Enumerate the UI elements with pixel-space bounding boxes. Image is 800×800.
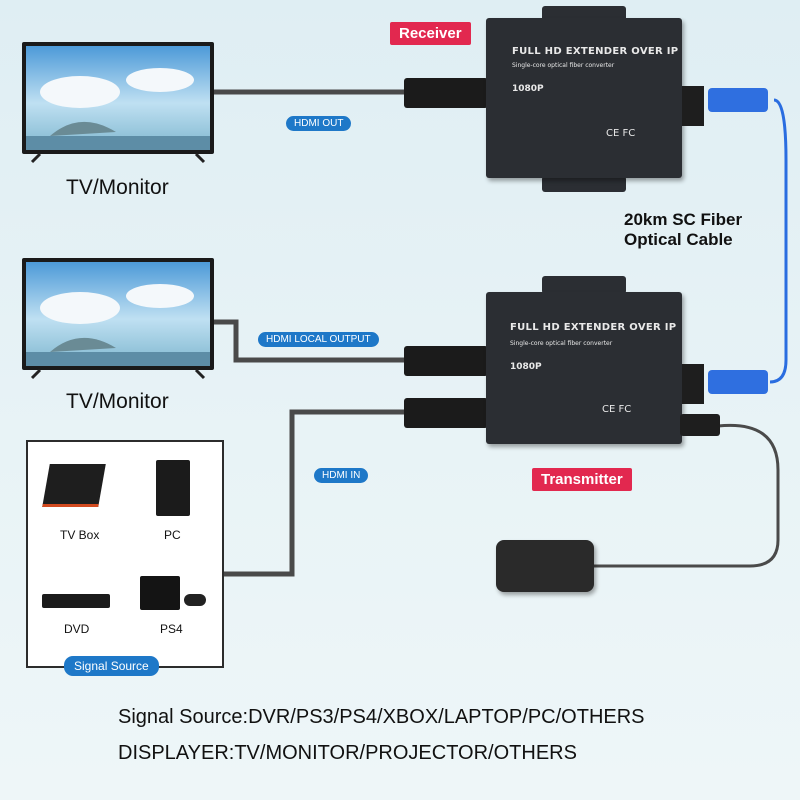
transmitter-resolution: 1080P: [510, 362, 542, 372]
power-adapter-icon: [496, 540, 594, 592]
tv-box-icon: [42, 464, 106, 507]
footer-signal-source: Signal Source:DVR/PS3/PS4/XBOX/LAPTOP/PC…: [118, 706, 645, 728]
transmitter-device: FULL HD EXTENDER OVER IP Single-core opt…: [486, 276, 704, 444]
hdmi-in-cable: [220, 409, 410, 577]
tv-icon: [22, 258, 214, 380]
receiver-tag: Receiver: [390, 22, 471, 45]
pc-tower-icon: [156, 460, 190, 516]
receiver-device: FULL HD EXTENDER OVER IP Single-core opt…: [486, 6, 704, 192]
signal-source-box: TV Box PC DVD PS4: [26, 440, 224, 668]
tv-icon: [22, 42, 214, 164]
transmitter-title: FULL HD EXTENDER OVER IP: [510, 322, 677, 333]
hdmi-in-label: HDMI IN: [314, 468, 369, 483]
hdmi-local-output-label: HDMI LOCAL OUTPUT: [258, 332, 379, 347]
power-cable: [594, 423, 780, 568]
source-label-dvd: DVD: [64, 622, 90, 636]
hdmi-plug-icon: [404, 78, 488, 108]
gamepad-icon: [184, 594, 206, 606]
footer-displayer: DISPLAYER:TV/MONITOR/PROJECTOR/OTHERS: [118, 742, 577, 764]
hdmi-plug-icon: [404, 346, 488, 376]
source-label-tv-box: TV Box: [60, 528, 100, 542]
signal-source-label: Signal Source: [64, 656, 159, 676]
fiber-port-icon: [682, 364, 704, 404]
fiber-label-line-1: 20km SC Fiber: [624, 210, 743, 229]
tv-caption-2: TV/Monitor: [66, 390, 169, 413]
receiver-resolution: 1080P: [512, 84, 544, 94]
tv-monitor-1: [20, 40, 216, 164]
receiver-subtitle: Single-core optical fiber converter: [512, 62, 615, 69]
transmitter-cert-marks: CE FC: [602, 404, 632, 415]
ps4-console-icon: [140, 576, 180, 610]
dvd-player-icon: [42, 594, 110, 608]
fiber-cable: [769, 98, 788, 384]
power-jack-icon: [680, 414, 720, 436]
hdmi-plug-icon: [404, 398, 488, 428]
source-label-ps4: PS4: [160, 622, 183, 636]
tv-monitor-2: [20, 256, 216, 380]
sc-connector-icon: [708, 370, 768, 394]
fiber-port-icon: [682, 86, 704, 126]
receiver-cert-marks: CE FC: [606, 128, 636, 139]
transmitter-tag: Transmitter: [532, 468, 632, 491]
hdmi-out-label: HDMI OUT: [286, 116, 352, 131]
receiver-title: FULL HD EXTENDER OVER IP: [512, 46, 679, 57]
fiber-cable-label: 20km SC Fiber Optical Cable: [624, 210, 742, 250]
tv-caption-1: TV/Monitor: [66, 176, 169, 199]
transmitter-subtitle: Single-core optical fiber converter: [510, 340, 613, 347]
sc-connector-icon: [708, 88, 768, 112]
hdmi-local-output-cable: [214, 319, 410, 363]
source-label-pc: PC: [164, 528, 181, 542]
fiber-label-line-2: Optical Cable: [624, 230, 733, 249]
